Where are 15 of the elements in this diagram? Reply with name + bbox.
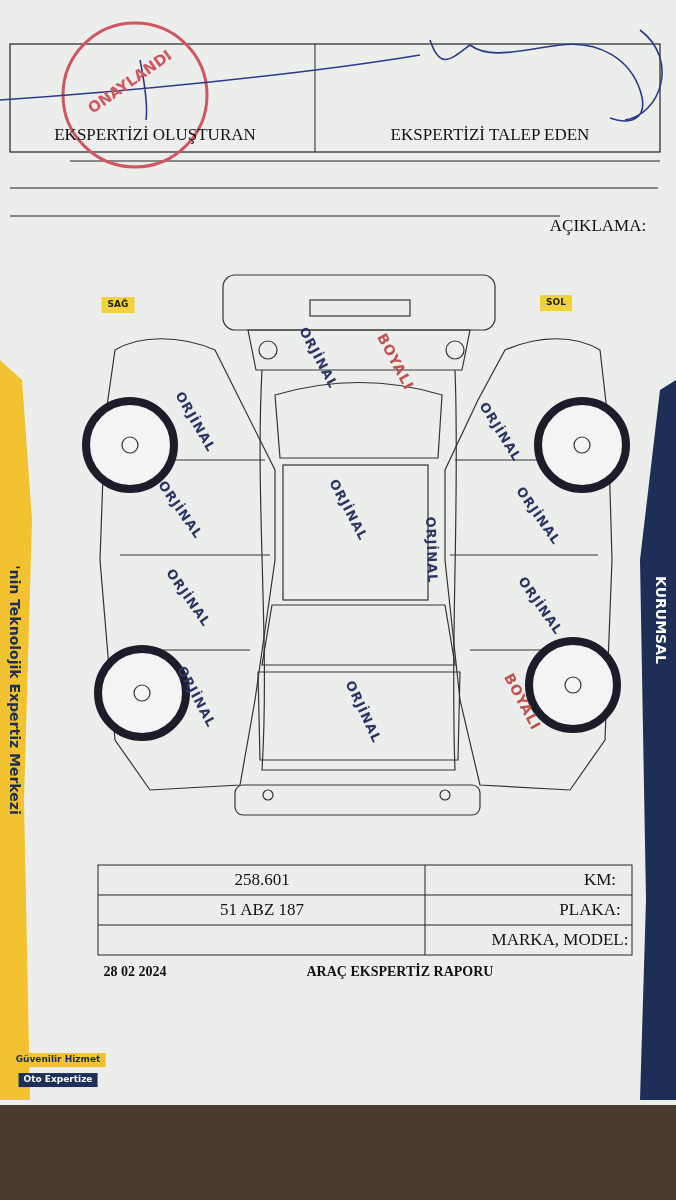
table-cell-text: 51 ABZ 187 bbox=[219, 900, 305, 920]
table-cell-text: 258.601 bbox=[234, 870, 290, 890]
form-label: 28 02 2024 bbox=[103, 964, 167, 980]
table-cell-text: MARKA, MODEL: bbox=[491, 930, 629, 950]
side-tag: SAĞ bbox=[101, 297, 135, 313]
banner-text: KURUMSAL bbox=[652, 576, 668, 664]
form-label: AÇIKLAMA: bbox=[549, 216, 647, 236]
side-tag: SOL bbox=[540, 295, 572, 311]
form-label: EKSPERTİZİ TALEP EDEN bbox=[390, 125, 590, 145]
badge: Oto Expertize bbox=[18, 1073, 98, 1087]
banner-text: 'nin Teknolojik Expertiz Merkezi bbox=[6, 565, 22, 815]
panel-status-label: ORJİNAL bbox=[422, 516, 440, 584]
table-cell-text: KM: bbox=[583, 870, 617, 890]
form-label: ARAÇ EKSPERTİZ RAPORU bbox=[306, 964, 494, 980]
table-cell-text: PLAKA: bbox=[559, 900, 621, 920]
